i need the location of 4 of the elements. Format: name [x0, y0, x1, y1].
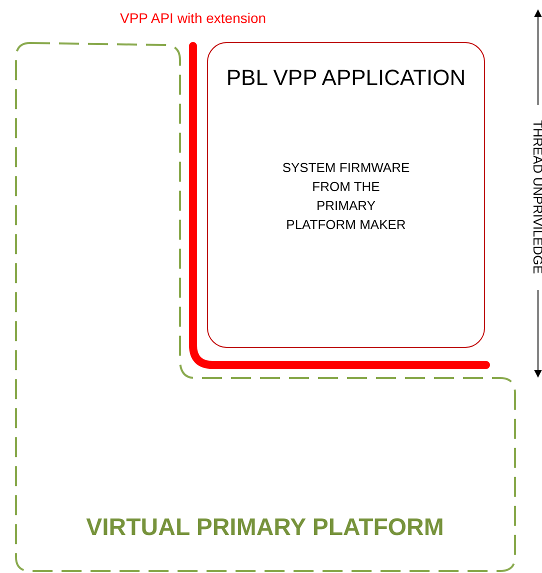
box-description: SYSTEM FIRMWARE FROM THE PRIMARY PLATFORM MAKER — [281, 159, 411, 234]
box-title: PBL VPP APPLICATION — [225, 65, 467, 91]
platform-label: VIRTUAL PRIMARY PLATFORM — [85, 514, 445, 542]
interface-label: VPP API with extension — [120, 10, 266, 26]
